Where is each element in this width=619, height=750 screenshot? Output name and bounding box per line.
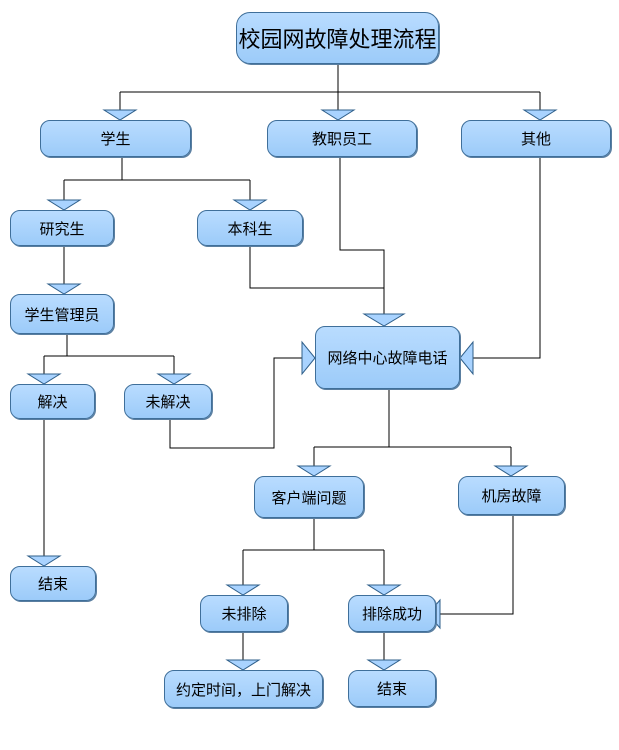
- node-removed-ok: 排除成功: [348, 595, 436, 632]
- arrow-to-staff: [320, 109, 356, 121]
- node-staff: 教职员工: [267, 120, 417, 157]
- node-machine-room: 机房故障: [458, 476, 565, 515]
- arrow-to-undergrad: [232, 199, 268, 211]
- arrow-to-center-top: [362, 313, 406, 327]
- node-solved: 解决: [10, 384, 95, 419]
- node-end-right: 结束: [348, 670, 436, 707]
- arrow-to-center-right: [459, 340, 474, 376]
- arrow-to-end-left: [26, 555, 62, 567]
- arrow-to-unsolved: [156, 373, 192, 385]
- arrow-to-admin: [46, 283, 82, 295]
- connector-staff-center: [339, 157, 385, 314]
- arrow-to-removed: [366, 584, 402, 596]
- node-center-phone: 网络中心故障电话: [315, 326, 460, 389]
- node-graduate: 研究生: [10, 210, 114, 246]
- arrow-to-onsite: [225, 659, 261, 671]
- node-not-removed: 未排除: [200, 595, 288, 632]
- node-other: 其他: [461, 120, 611, 157]
- arrow-to-student: [102, 109, 138, 121]
- node-undergraduate: 本科生: [197, 210, 303, 246]
- connector-unsolved-center: [169, 357, 302, 449]
- arrow-to-machine: [493, 465, 529, 477]
- arrow-to-end-right: [366, 659, 402, 671]
- connector-undergrad-center: [249, 246, 384, 289]
- connector-machine-removed: [440, 515, 514, 615]
- node-unsolved: 未解决: [124, 384, 212, 419]
- node-client-issue: 客户端问题: [254, 476, 364, 518]
- arrow-to-solved: [26, 373, 62, 385]
- title-node: 校园网故障处理流程: [236, 12, 439, 64]
- node-end-left: 结束: [10, 566, 96, 601]
- arrow-to-client: [296, 465, 332, 477]
- node-student-admin: 学生管理员: [10, 294, 114, 334]
- arrow-to-graduate: [46, 199, 82, 211]
- connector-other-center: [473, 157, 541, 359]
- node-student: 学生: [40, 120, 191, 157]
- arrow-to-not-removed: [225, 584, 261, 596]
- arrow-to-other: [522, 109, 558, 121]
- node-onsite: 约定时间，上门解决: [164, 670, 323, 708]
- arrow-to-center-left: [301, 340, 316, 376]
